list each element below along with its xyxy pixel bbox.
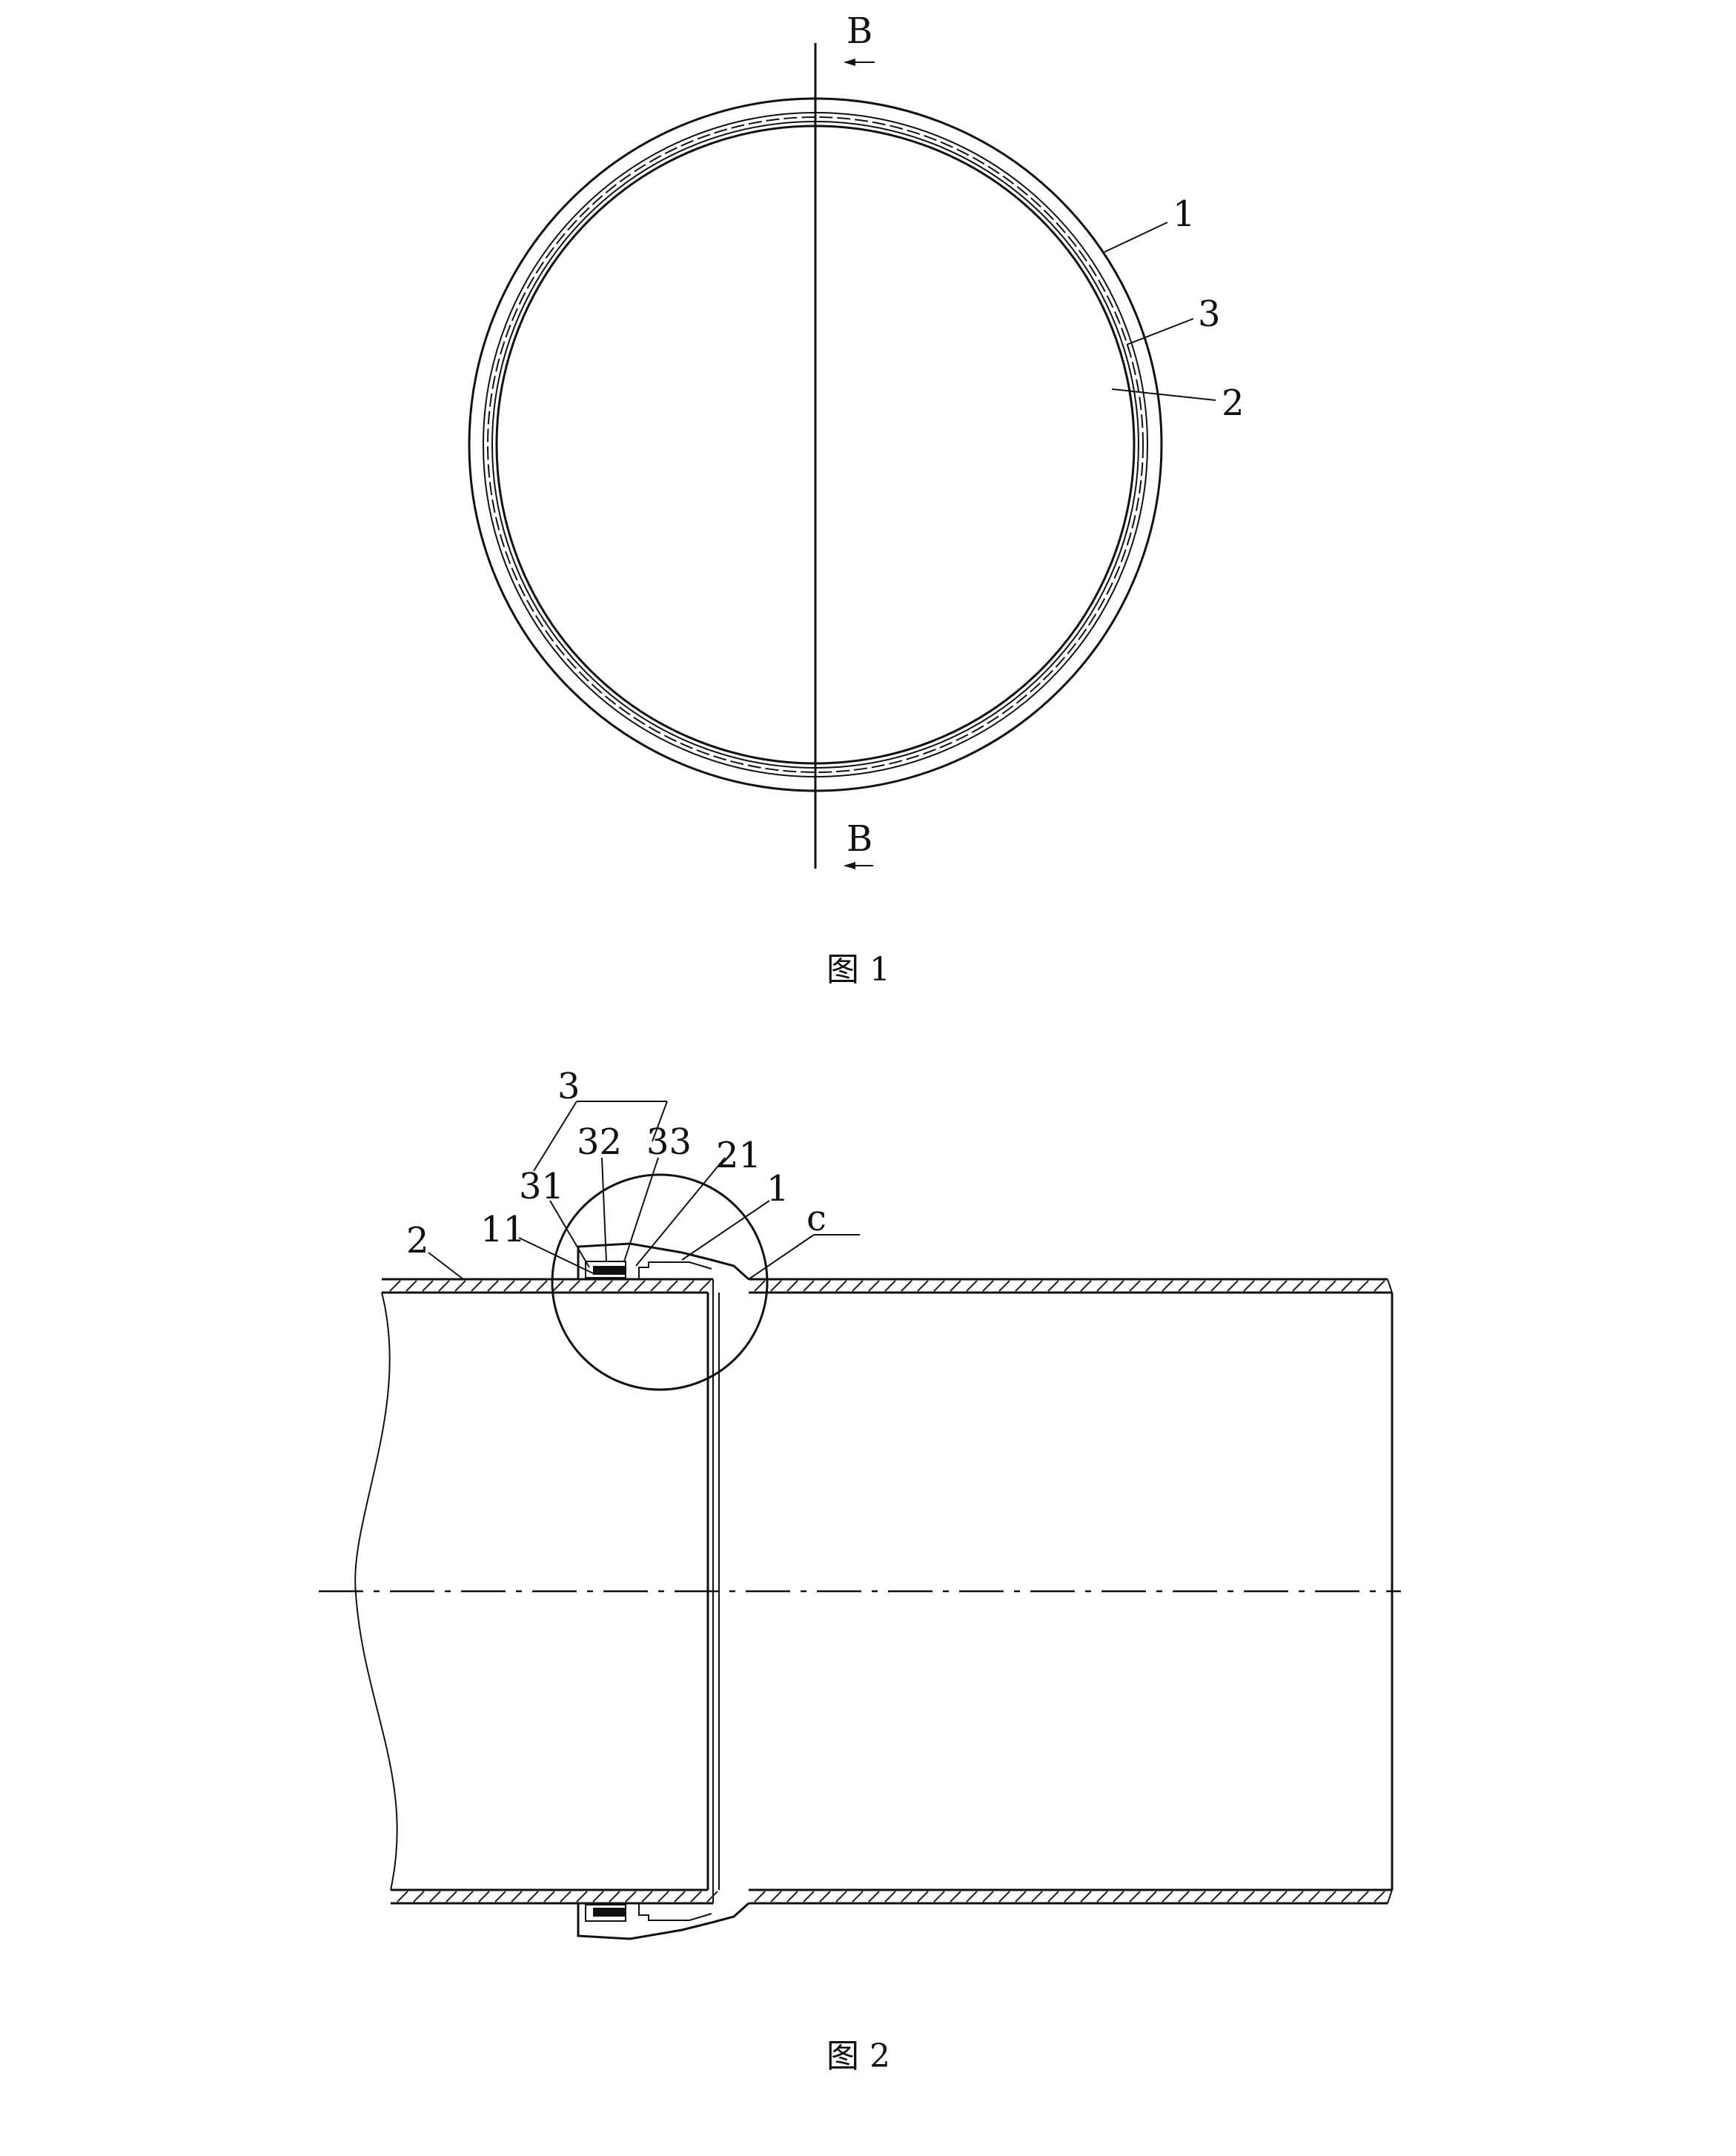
leader-11 bbox=[518, 1237, 594, 1274]
figure-2-leaders bbox=[428, 1101, 860, 1280]
section-marker-bottom: B bbox=[847, 818, 872, 860]
section-arrowhead-bottom bbox=[844, 862, 855, 869]
label-2-fig2: 2 bbox=[406, 1220, 429, 1261]
leader-2 bbox=[1111, 388, 1216, 401]
figure-2-caption: 图 2 bbox=[826, 2037, 890, 2075]
label-c: c bbox=[806, 1198, 826, 1239]
leader-31 bbox=[549, 1200, 590, 1268]
leader-3 bbox=[1126, 318, 1194, 345]
wall-hatching bbox=[389, 1280, 1385, 1903]
label-group-3: 3 bbox=[557, 1066, 580, 1107]
detail-circle-c bbox=[551, 1173, 769, 1391]
leader-1 bbox=[1104, 222, 1168, 253]
break-line bbox=[354, 1292, 398, 1891]
label-1-fig2: 1 bbox=[766, 1168, 789, 1210]
label-32: 32 bbox=[577, 1121, 622, 1163]
section-arrowhead-top bbox=[844, 59, 855, 66]
label-2: 2 bbox=[1222, 382, 1245, 424]
leader-2-fig2 bbox=[428, 1252, 464, 1280]
figure-2-section-view: 3 31 32 33 21 1 c 11 2 bbox=[319, 1066, 1401, 1940]
figure-1-caption: 图 1 bbox=[826, 951, 890, 989]
seal-ring-bottom bbox=[593, 1908, 626, 1917]
label-1: 1 bbox=[1173, 193, 1196, 235]
leader-1-fig2 bbox=[681, 1200, 770, 1261]
socket-top bbox=[577, 1242, 750, 1281]
label-33: 33 bbox=[646, 1121, 692, 1163]
section-marker-top: B bbox=[847, 10, 872, 52]
seal-ring-hatched-circle bbox=[487, 116, 1144, 773]
seal-ring-top bbox=[593, 1266, 626, 1275]
leader-33 bbox=[623, 1157, 659, 1262]
leader-c bbox=[748, 1234, 815, 1280]
figure-1-end-view: B B 1 3 2 bbox=[468, 10, 1245, 869]
label-31: 31 bbox=[519, 1166, 564, 1207]
label-3: 3 bbox=[1198, 293, 1221, 335]
leader-21 bbox=[635, 1157, 726, 1267]
socket-bottom bbox=[577, 1902, 750, 1940]
label-21: 21 bbox=[716, 1135, 761, 1176]
leader-32 bbox=[601, 1157, 607, 1262]
label-11: 11 bbox=[480, 1209, 526, 1250]
